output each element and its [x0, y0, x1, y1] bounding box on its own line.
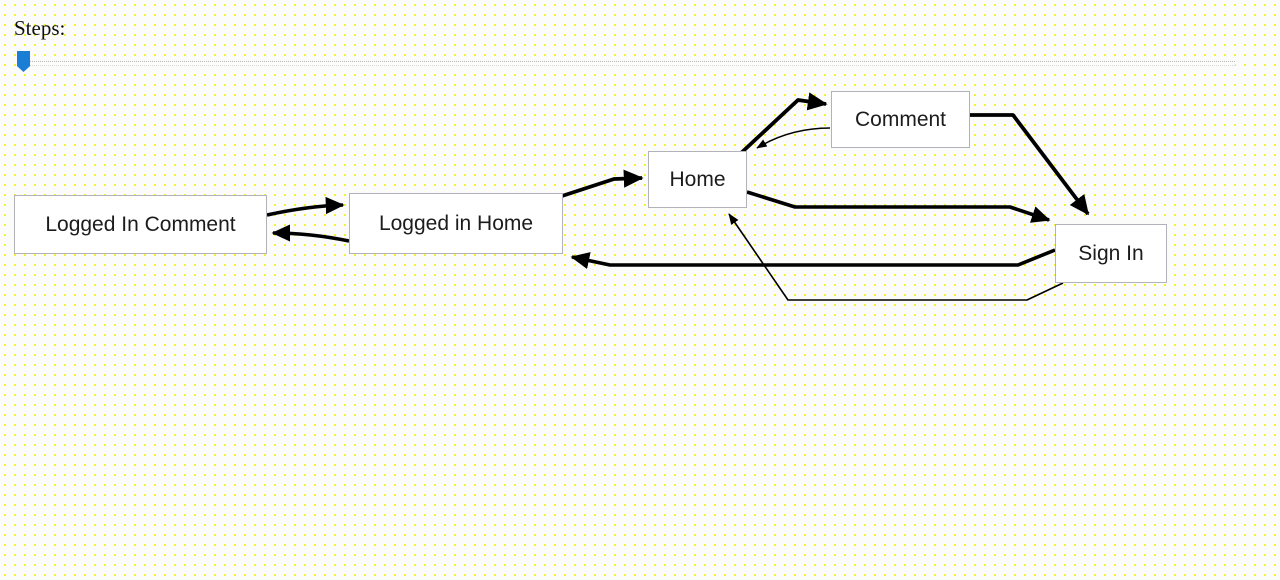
node-label: Sign In — [1078, 242, 1144, 265]
edge-home-to-comment — [738, 92, 828, 156]
edge-logged-in-home-to-logged-in-comment — [271, 224, 350, 243]
node-home[interactable]: Home — [648, 151, 747, 208]
node-label: Home — [669, 168, 726, 191]
edge-comment-to-sign-in — [970, 113, 1090, 216]
steps-timeline[interactable] — [30, 61, 1235, 66]
steps-label: Steps: — [14, 16, 66, 40]
node-label: Logged in Home — [378, 212, 534, 235]
edge-home-to-sign-in — [746, 190, 1051, 223]
node-comment[interactable]: Comment — [831, 91, 970, 148]
edge-logged-in-comment-to-logged-in-home — [266, 196, 345, 217]
current-step-marker-icon[interactable] — [17, 51, 30, 72]
node-sign-in[interactable]: Sign In — [1055, 224, 1167, 283]
edge-comment-to-home — [756, 127, 831, 149]
node-logged-in-comment[interactable]: Logged In Comment — [14, 195, 267, 254]
edge-sign-in-to-home — [728, 213, 1064, 301]
edge-logged-in-home-to-home — [561, 169, 644, 198]
node-label: Logged In Comment — [45, 213, 236, 236]
node-label: Comment — [854, 108, 947, 131]
steps-header: Steps: — [0, 0, 1280, 80]
node-logged-in-home[interactable]: Logged in Home — [349, 193, 563, 254]
edge-sign-in-to-logged-in-home — [570, 248, 1056, 269]
